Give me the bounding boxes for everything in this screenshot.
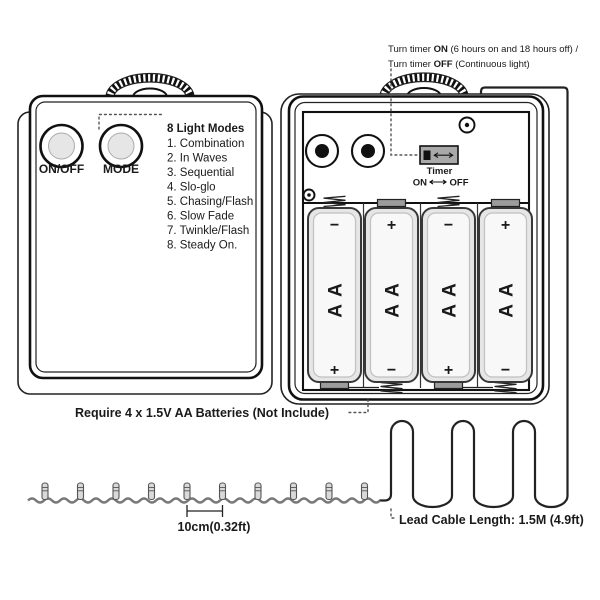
battery-polarity-bottom: + [444,362,453,379]
power-button-back-dot [315,144,329,158]
light-bulb [218,482,227,501]
screw-center-dot [307,193,311,197]
light-bulb [112,482,120,501]
light-modes-list: 8 Light Modes 1. Combination 2. In Waves… [167,123,253,252]
hanger-loop [379,72,469,97]
bulb-spacing-label: 10cm(0.32ft) [178,520,251,534]
battery-polarity-top: − [444,217,453,234]
aa-battery: + − AA [478,207,533,383]
battery-type-label: AA [326,276,347,317]
mode-button-label: MODE [103,162,139,176]
timer-note-dotted-line [390,68,420,156]
light-bulb [325,482,333,501]
timer-on-off-arrowheads [429,179,447,185]
bulbs-group [41,482,369,501]
timer-switch-knob[interactable] [423,150,431,161]
light-mode-item: 2. In Waves [167,153,228,165]
light-mode-item: 7. Twinkle/Flash [167,225,249,237]
light-bulb [183,482,191,501]
string-wire [27,497,381,504]
battery-type-label: AA [383,276,404,317]
battery-polarity-top: + [501,217,510,234]
battery-requirement-note: Require 4 x 1.5V AA Batteries (Not Inclu… [75,406,329,420]
modes-connector-dotted-line [98,113,164,130]
light-bulb [147,482,156,501]
spring-contact [323,195,346,208]
spacing-measure-bracket [186,505,224,517]
timer-switch[interactable] [419,145,459,165]
battery-polarity-bottom: − [501,362,510,379]
timer-switch-arrowheads [433,152,454,159]
battery-type-label: AA [440,276,461,317]
spring-contact [380,381,403,394]
lead-cable-path [378,86,569,509]
timer-on-label: ON [413,178,427,189]
light-mode-item: 1. Combination [167,138,244,150]
timer-off-label: OFF [450,178,469,189]
hanger-loop [105,72,195,98]
battery-box-inner-line [294,101,538,395]
light-bulb [254,482,262,501]
controller-body-inner-line [35,101,257,373]
light-bulb [76,482,85,501]
power-button-cap[interactable] [48,132,75,160]
light-mode-item: 6. Slow Fade [167,211,234,223]
controller-front-view: ON/OFF MODE [17,72,273,395]
mode-button-cap[interactable] [107,132,135,160]
light-string: 10cm(0.32ft) [27,482,381,534]
battery-polarity-bottom: − [387,362,396,379]
spring-contact [437,195,460,208]
battery-polarity-top: − [330,217,339,234]
light-bulb [41,482,49,501]
lead-cable-dotted-line [390,508,398,519]
timer-annotation-line2: Turn timer OFF (Continuous light) [388,59,530,70]
aa-battery: − + AA [307,207,362,383]
light-mode-item: 5. Chasing/Flash [167,196,253,208]
battery-polarity-bottom: + [330,362,339,379]
controller-body [28,94,264,380]
battery-box-open-view: Timer ON OFF − + AA + [280,72,550,405]
flat-contact [490,198,521,208]
light-mode-item: 3. Sequential [167,167,234,179]
battery-polarity-top: + [387,217,396,234]
power-button-label: ON/OFF [39,162,84,176]
timer-switch-label: Timer [427,166,453,177]
light-mode-item: 8. Steady On. [167,240,237,252]
spring-contact [494,381,517,394]
aa-battery: − + AA [421,207,476,383]
light-bulb [360,482,369,501]
mode-button-back-dot [361,144,375,158]
flat-contact [376,198,407,208]
lead-cable-label: Lead Cable Length: 1.5M (4.9ft) [399,513,584,527]
battery-note-dotted-line [348,399,369,414]
aa-battery: + − AA [364,207,419,383]
screw-center-dot [464,122,470,128]
light-bulb [289,482,298,501]
timer-annotation-line1: Turn timer ON (6 hours on and 18 hours o… [388,44,578,55]
light-mode-item: 4. Slo-glo [167,182,216,194]
battery-type-label: AA [497,276,518,317]
light-modes-title: 8 Light Modes [167,123,244,135]
timer-annotation: Turn timer ON (6 hours on and 18 hours o… [388,44,578,70]
